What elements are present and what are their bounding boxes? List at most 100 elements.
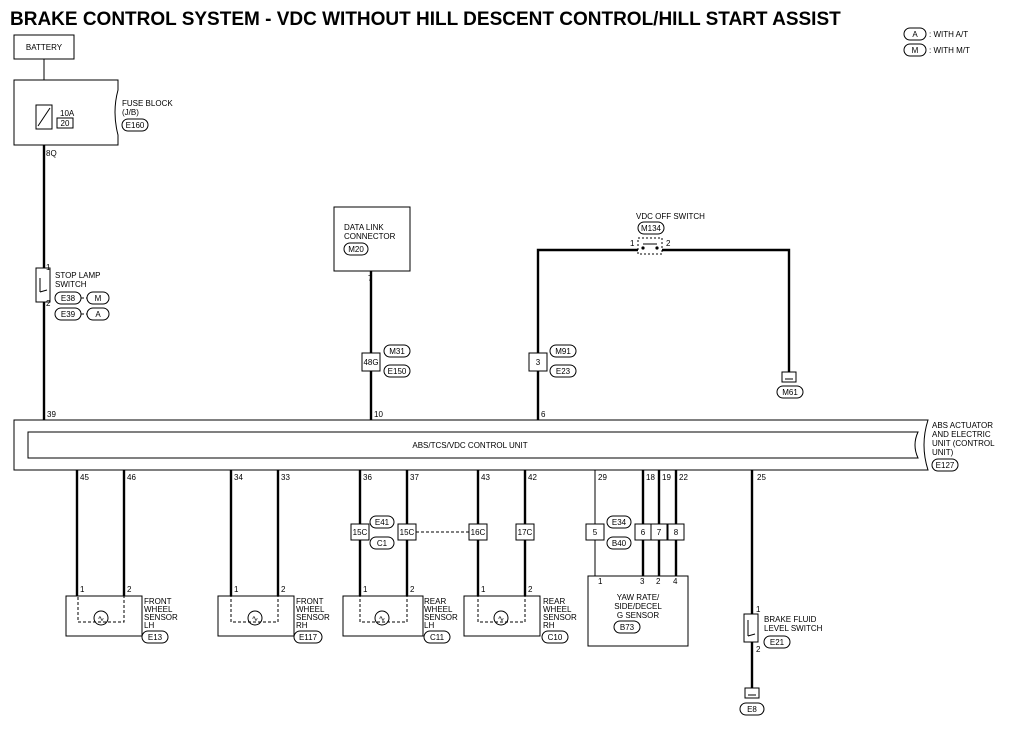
- vdc-off-conn-pill: [637, 221, 665, 235]
- yaw-sensor-pin-a: 1: [598, 577, 603, 586]
- rear-joint-conn2: C1: [377, 539, 388, 548]
- fuse-block-label: FUSE BLOCK: [122, 99, 173, 108]
- fuse-amp: 10A: [60, 109, 75, 118]
- rear-joint-box-4: [515, 523, 535, 541]
- vdc-off-pin1: 1: [630, 239, 635, 248]
- cu-label: ABS/TCS/VDC CONTROL UNIT: [412, 441, 527, 450]
- rear-joint-pin-1: 15C: [353, 528, 368, 537]
- wheel-sensor-rear-lh: ∿ 1 2 REAR WHEEL SENSOR LH C11: [342, 585, 458, 644]
- sensor-coil-front-rh: [247, 610, 263, 626]
- stop-lamp-conn-a: E39: [61, 310, 76, 319]
- legend-text-a: : WITH A/T: [929, 30, 968, 39]
- ground-m61-symbol: [781, 371, 797, 383]
- sensor-pin1-front-rh: 1: [234, 585, 239, 594]
- yaw-sensor-box: [587, 575, 689, 647]
- yaw-joint-pin-4: 8: [674, 528, 679, 537]
- cu-pin-34: 34: [234, 473, 243, 482]
- sensor-symbol-rear-rh: ∿: [498, 614, 505, 623]
- yaw-joint-pin-1: 5: [593, 528, 598, 537]
- sensor-label3-front-lh: SENSOR: [144, 613, 178, 622]
- sensor-conn-pill-rear-lh: [423, 630, 451, 644]
- wheel-sensor-front-lh: ∿ 1 2 FRONT WHEEL SENSOR LH E13: [65, 585, 178, 644]
- stop-lamp-label2: SWITCH: [55, 280, 87, 289]
- fuse-block-connector-pill: [121, 118, 149, 132]
- sensor-label3-rear-lh: SENSOR: [424, 613, 458, 622]
- vdc-off-label: VDC OFF SWITCH: [636, 212, 705, 221]
- fuse-block-outline: [13, 79, 119, 146]
- vdc-joint-box: [528, 352, 548, 372]
- brake-fluid-pin2: 2: [756, 645, 761, 654]
- cu-pin-29: 29: [598, 473, 607, 482]
- cu-inner: [27, 431, 919, 459]
- vdc-joint-conn2-pill: [549, 364, 577, 378]
- sensor-conn-front-lh: E13: [148, 633, 163, 642]
- sensor-label2-front-rh: WHEEL: [296, 605, 325, 614]
- data-link-conn-pill: [343, 242, 369, 256]
- yaw-sensor-pin-d: 4: [673, 577, 678, 586]
- yaw-sensor-connector: B73: [620, 623, 635, 632]
- fuse-number-box: [56, 117, 74, 129]
- legend-pill-a: [903, 27, 927, 41]
- yaw-rate-sensor: 1 3 2 4 YAW RATE/ SIDE/DECEL G SENSOR B7…: [587, 575, 689, 647]
- stop-lamp-label1: STOP LAMP: [55, 271, 101, 280]
- wire-vdc-pin1: [536, 248, 638, 353]
- yaw-joint-pin-2: 6: [641, 528, 646, 537]
- yaw-joint-conn2: B40: [612, 539, 627, 548]
- battery-label: BATTERY: [26, 43, 63, 52]
- stop-lamp-opt-a: A: [95, 310, 101, 319]
- cu-pin-22: 22: [679, 473, 688, 482]
- brake-fluid-blade: [747, 633, 756, 637]
- stop-lamp-opt-m: M: [95, 294, 102, 303]
- brake-fluid-body: [743, 613, 759, 643]
- cu-side-label4: UNIT): [932, 448, 954, 457]
- vdc-joint-conn2: E23: [556, 367, 571, 376]
- vdc-off-contact1: [641, 246, 645, 250]
- control-unit: ABS/TCS/VDC CONTROL UNIT ABS ACTUATOR AN…: [13, 410, 995, 472]
- dlc-joint-conn2: E150: [388, 367, 407, 376]
- sensor-pin2-front-lh: 2: [127, 585, 132, 594]
- rear-joint-pin-3: 16C: [471, 528, 486, 537]
- sensor-label4-front-lh: LH: [144, 621, 154, 630]
- cu-side-label1: ABS ACTUATOR: [932, 421, 993, 430]
- sensor-label1-rear-rh: REAR: [543, 597, 565, 606]
- sensor-coil-rear-rh: [493, 610, 509, 626]
- wheel-sensor-rear-rh: ∿ 1 2 REAR WHEEL SENSOR RH C10: [463, 585, 577, 644]
- data-link-box: [333, 206, 411, 272]
- legend-text-m: : WITH M/T: [929, 46, 970, 55]
- stop-lamp-pin1: 1: [46, 263, 51, 272]
- yaw-sensor-label3: G SENSOR: [617, 611, 659, 620]
- stop-lamp-body: [35, 267, 51, 303]
- brake-fluid-label2: LEVEL SWITCH: [764, 624, 823, 633]
- sensor-box-rear-lh: [342, 595, 424, 637]
- cu-pin-18: 18: [646, 473, 655, 482]
- rear-joint-conn1: E41: [375, 518, 390, 527]
- vdc-off-switch: VDC OFF SWITCH M134 1 2: [630, 212, 705, 255]
- sensor-coil-rear-lh: [374, 610, 390, 626]
- sensor-box-rear-rh: [463, 595, 541, 637]
- sensor-label1-rear-lh: REAR: [424, 597, 446, 606]
- yaw-joint-conn2-pill: [606, 536, 632, 550]
- sensor-box-front-lh: [65, 595, 143, 637]
- cu-pin-42: 42: [528, 473, 537, 482]
- dlc-joint-pin: 48G: [363, 358, 378, 367]
- sensor-pin1-rear-rh: 1: [481, 585, 486, 594]
- sensor-inner-front-lh: [77, 595, 125, 623]
- cu-connector: E127: [936, 461, 955, 470]
- data-link-label1: DATA LINK: [344, 223, 384, 232]
- cu-connector-pill: [931, 458, 959, 472]
- sensor-label1-front-lh: FRONT: [144, 597, 172, 606]
- vdc-off-body: [637, 237, 663, 255]
- legend-code-m: M: [912, 46, 919, 55]
- ground-e8-symbol: [744, 687, 760, 699]
- dlc-joint-box: [361, 352, 381, 372]
- fuse-block: 10A 20 FUSE BLOCK (J/B) E160 8Q: [13, 79, 173, 158]
- dlc-joint-conn2-pill: [383, 364, 411, 378]
- sensor-conn-pill-front-rh: [293, 630, 323, 644]
- sensor-inner-rear-rh: [477, 595, 526, 623]
- stop-lamp-conn-m: E38: [61, 294, 76, 303]
- sensor-label4-front-rh: RH: [296, 621, 308, 630]
- sensor-conn-front-rh: E117: [299, 633, 318, 642]
- brake-fluid-level-switch: 1 2 BRAKE FLUID LEVEL SWITCH E21 E8: [739, 605, 823, 716]
- yaw-joint-box-3: [650, 523, 668, 541]
